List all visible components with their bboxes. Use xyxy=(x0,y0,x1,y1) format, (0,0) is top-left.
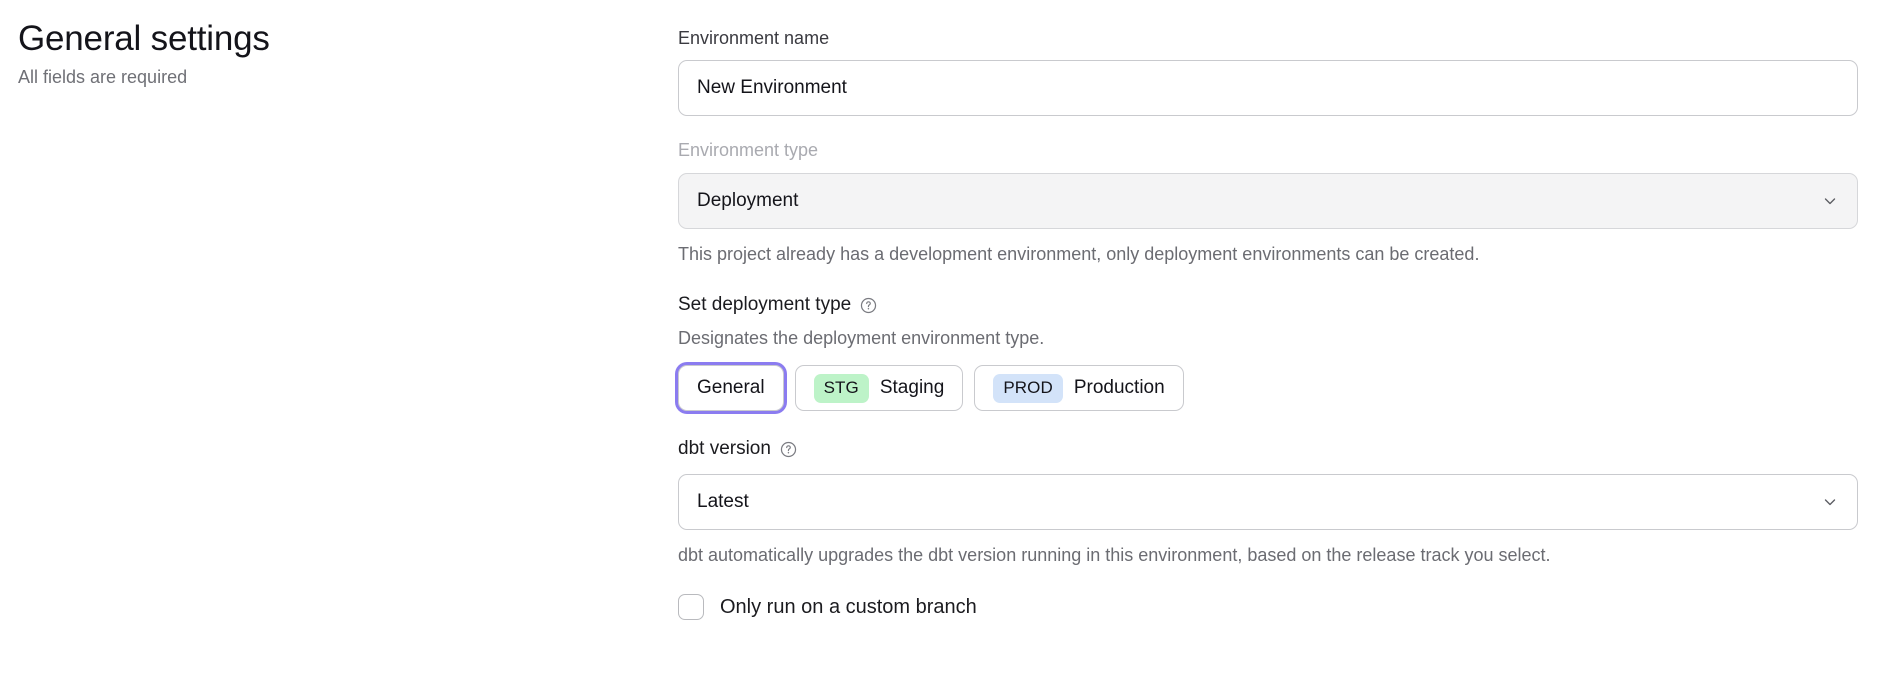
dbt-version-select[interactable]: Latest xyxy=(678,474,1858,530)
settings-intro-column: General settings All fields are required xyxy=(0,0,678,90)
environment-type-select[interactable]: Deployment xyxy=(678,173,1858,229)
dbt-version-heading: dbt version xyxy=(678,437,1858,462)
deployment-type-field-block: Set deployment type Designates the deplo… xyxy=(678,293,1858,412)
dbt-version-value: Latest xyxy=(697,491,1821,513)
deployment-type-heading: Set deployment type xyxy=(678,293,1858,318)
question-circle-icon[interactable] xyxy=(779,440,798,459)
page-title: General settings xyxy=(18,18,678,59)
environment-name-field-block: Environment name New Environment xyxy=(678,26,1858,116)
staging-badge: STG xyxy=(814,374,869,403)
deployment-type-option-production[interactable]: PROD Production xyxy=(974,365,1183,411)
environment-type-label: Environment type xyxy=(678,138,1858,162)
environment-name-label: Environment name xyxy=(678,26,1858,50)
deployment-type-description: Designates the deployment environment ty… xyxy=(678,325,1858,351)
dbt-version-heading-label: dbt version xyxy=(678,437,771,462)
question-circle-icon[interactable] xyxy=(859,296,878,315)
chevron-down-icon xyxy=(1821,493,1839,511)
deployment-type-option-staging-label: Staging xyxy=(880,377,944,399)
page-subtitle: All fields are required xyxy=(18,65,678,90)
environment-name-input[interactable]: New Environment xyxy=(678,60,1858,116)
production-badge: PROD xyxy=(993,374,1063,403)
deployment-type-heading-label: Set deployment type xyxy=(678,293,851,318)
custom-branch-label: Only run on a custom branch xyxy=(720,594,977,620)
deployment-type-option-general-label: General xyxy=(697,377,765,399)
deployment-type-option-general[interactable]: General xyxy=(678,365,784,411)
dbt-version-help-text: dbt automatically upgrades the dbt versi… xyxy=(678,542,1858,568)
dbt-version-field-block: dbt version Latest dbt automatica xyxy=(678,437,1858,568)
chevron-down-icon xyxy=(1821,192,1839,210)
environment-type-field-block: Environment type Deployment This project… xyxy=(678,138,1858,266)
environment-type-value: Deployment xyxy=(697,190,1821,212)
environment-name-value: New Environment xyxy=(697,77,1839,99)
deployment-type-option-production-label: Production xyxy=(1074,377,1165,399)
custom-branch-checkbox[interactable] xyxy=(678,594,704,620)
deployment-type-option-staging[interactable]: STG Staging xyxy=(795,365,964,411)
settings-form-column: Environment name New Environment Environ… xyxy=(678,0,1890,620)
environment-type-help-text: This project already has a development e… xyxy=(678,241,1858,267)
custom-branch-row[interactable]: Only run on a custom branch xyxy=(678,594,1858,620)
deployment-type-option-group: General STG Staging PROD Production xyxy=(678,365,1858,411)
